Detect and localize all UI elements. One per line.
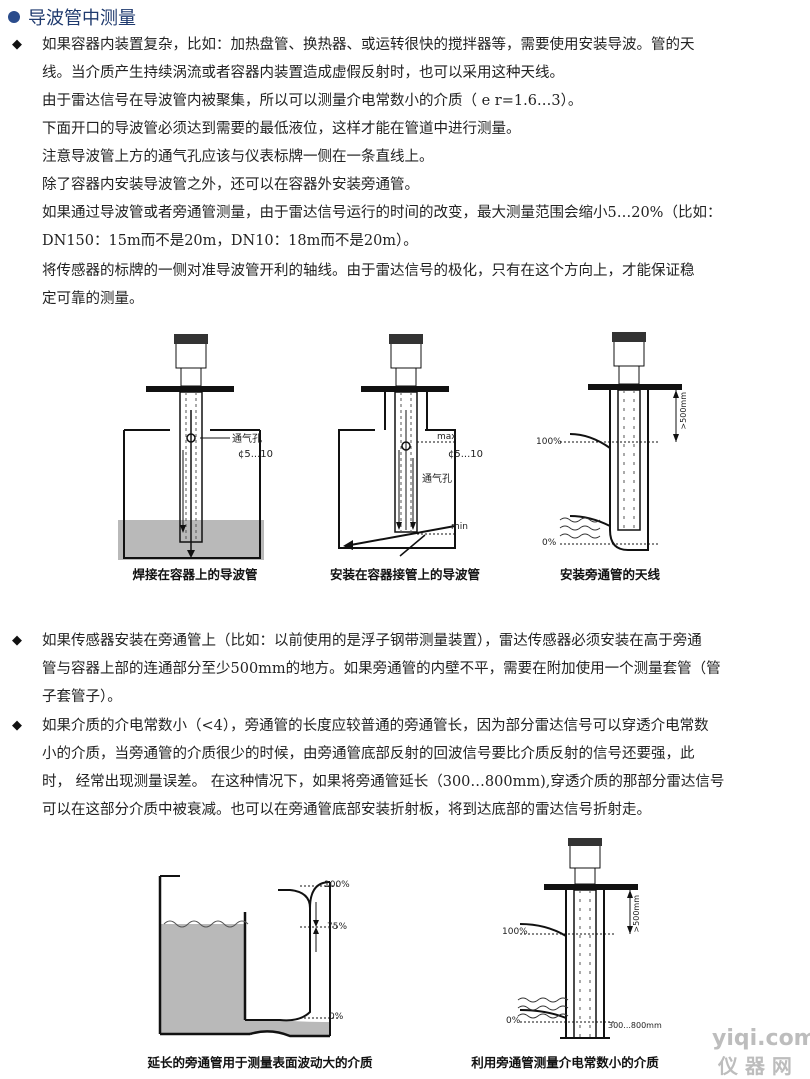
diameter-label: ¢5...10 [238,449,273,460]
text-line: 如果传感器安装在旁通管上（比如：以前使用的是浮子钢带测量装置），雷达传感器必须安… [42,633,702,649]
text-line: 管与容器上部的连通部分至少500mm的地方。如果旁通管的内壁不平，需要在附加使用… [42,661,721,677]
extension-label: 300...800mm [608,1021,662,1030]
diamond-bullet-icon: ◆ [12,37,22,52]
extended-bypass-diagram [158,875,340,1038]
level-0-label: 0% [506,1016,521,1026]
text-line: 注意导波管上方的通气孔应该与仪表标牌一侧在一条直线上。 [42,149,434,165]
text-line: DN150：15m而不是20m，DN10：18m而不是20m）。 [42,233,418,249]
heading-text: 导波管中测量 [28,8,136,29]
text-line: 将传感器的标牌的一侧对准导波管开利的轴线。由于雷达信号的极化，只有在这个方向上，… [42,263,695,279]
level-100-label: 100% [324,880,350,890]
vent-label: 通气孔 [232,434,262,445]
text-line: 可以在这部分介质中被衰减。也可以在旁通管底部安装折射板，将到达底部的雷达信号折射… [42,802,651,818]
text-line: 小的介质，当旁通管的介质很少的时候，由旁通管底部反射的回波信号要比介质反射的信号… [42,746,695,762]
stilling-well-nozzle-diagram [338,334,456,557]
figure-caption: 延长的旁通管用于测量表面波动大的介质 [147,1055,373,1070]
diameter-label: ¢5...10 [448,449,483,460]
text-line: 如果容器内装置复杂，比如：加热盘管、换热器、或运转很快的搅拌器等，需要使用安装导… [42,37,695,53]
figure-caption: 焊接在容器上的导波管 [132,567,258,582]
distance-label: >500mm [679,392,688,430]
bypass-tube-diagram [559,332,682,551]
text-line: 如果通过导波管或者旁通管测量，由于雷达信号运行的时间的改变，最大测量范围会缩小5… [42,205,722,221]
text-line: 子套管子）。 [42,689,122,705]
text-line: 时， 经常出现测量误差。 在这种情况下，如果将旁通管延长（300…800mm),… [42,774,725,790]
distance-label: >500mm [632,895,641,933]
text-line: 除了容器内安装导波管之外，还可以在容器外安装旁通管。 [42,177,419,193]
watermark-cjk: 仪 器 网 [718,1054,792,1078]
stilling-well-welded-diagram [118,334,264,560]
diamond-bullet-icon: ◆ [12,633,22,648]
figure-caption: 利用旁通管测量介电常数小的介质 [471,1055,659,1070]
level-75-label: 75% [327,922,348,932]
vent-label: 通气孔 [422,474,452,485]
level-100-label: 100% [502,927,528,937]
min-label: min [451,522,468,532]
text-line: 如果介质的介电常数小（<4），旁通管的长度应较普通的旁通管长，因为部分雷达信号可… [42,718,709,734]
level-0-label: 0% [542,538,557,548]
text-line: 由于雷达信号在导波管内被聚集，所以可以测量介电常数小的介质（ e r=1.6…3… [42,93,583,109]
text-line: 定可靠的测量。 [42,291,144,307]
level-0-label: 0% [329,1012,344,1022]
text-line: 下面开口的导波管必须达到需要的最低液位，这样才能在管道中进行测量。 [42,121,521,137]
watermark-latin: yiqi.com [712,1026,810,1051]
low-dielectric-bypass-diagram [517,838,638,1039]
figure-caption: 安装旁通管的天线 [559,567,660,582]
heading-dot-icon [8,11,20,23]
level-100-label: 100% [536,437,562,447]
diamond-bullet-icon: ◆ [12,718,22,733]
max-label: max [437,432,457,442]
section-heading: 导波管中测量 [8,4,136,30]
figure-caption: 安装在容器接管上的导波管 [329,567,480,582]
text-line: 线。当介质产生持续涡流或者容器内装置造成虚假反射时，也可以采用这种天线。 [42,65,564,81]
